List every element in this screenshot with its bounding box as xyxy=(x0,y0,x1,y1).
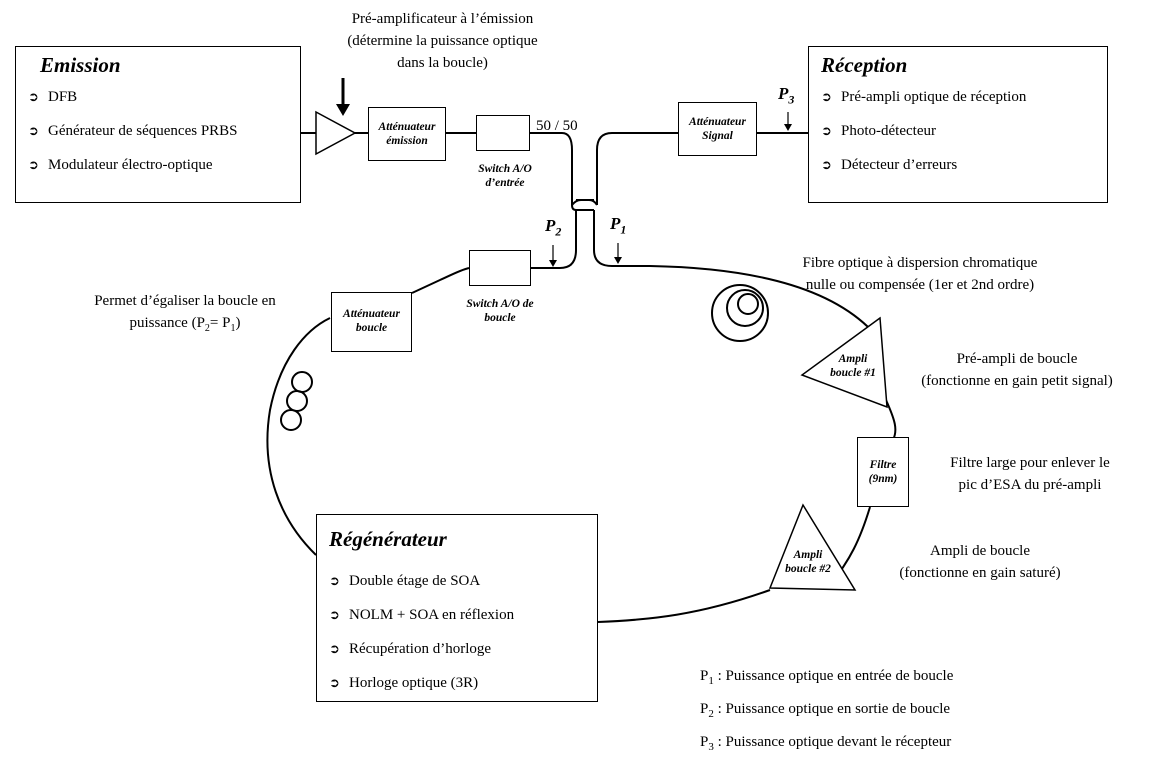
coupler-left-path xyxy=(561,132,577,211)
p3-label: P3 xyxy=(778,84,795,107)
emission-title: Emission xyxy=(40,53,121,77)
switch-boucle xyxy=(469,250,531,286)
loop-att-to-switch xyxy=(411,267,470,294)
spool-circle-2 xyxy=(286,390,308,412)
ampli1-triangle xyxy=(800,316,888,409)
filtre-note: Filtre large pour enlever le pic d’ESA d… xyxy=(950,455,1110,493)
legend-p3: P3 : Puissance optique devant le récepte… xyxy=(700,734,952,753)
arrow-right-circle-icon: ➲ xyxy=(821,90,832,105)
regen-item-3: ➲Récupération d’horloge xyxy=(329,641,492,657)
coupler-right-path xyxy=(596,132,678,205)
preamp-emission-note: Pré-amplificateur à l’émission (détermin… xyxy=(347,11,538,71)
regen-item-2: ➲NOLM + SOA en réflexion xyxy=(329,607,515,623)
arrow-right-circle-icon: ➲ xyxy=(821,124,832,139)
ampli2-triangle xyxy=(768,503,857,591)
coupler-p1-leg xyxy=(593,210,650,267)
preamp-arrow-head xyxy=(336,104,350,116)
spool-circle-3 xyxy=(280,409,302,431)
switch-entree xyxy=(476,115,530,151)
regenerateur-title: Régénérateur xyxy=(329,527,447,551)
preamp-emission-triangle xyxy=(315,110,357,156)
arrow-right-circle-icon: ➲ xyxy=(329,574,340,589)
legend-p1: P1 : Puissance optique en entrée de bouc… xyxy=(700,668,954,687)
arrow-right-circle-icon: ➲ xyxy=(329,608,340,623)
ampli1-note: Pré-ampli de boucle (fonctionne en gain … xyxy=(921,351,1113,389)
ampli2-note: Ampli de boucle (fonctionne en gain satu… xyxy=(899,543,1061,581)
p2-label: P2 xyxy=(545,216,562,239)
loop-left-side xyxy=(266,317,331,556)
reception-title: Réception xyxy=(821,53,908,77)
coupler-body xyxy=(571,199,598,211)
coupler-label: 50 / 50 xyxy=(536,118,578,134)
emission-box: Emission ➲DFB ➲Générateur de séquences P… xyxy=(15,46,301,203)
arrow-right-circle-icon: ➲ xyxy=(329,676,340,691)
regen-item-4: ➲Horloge optique (3R) xyxy=(329,675,479,691)
regen-item-1: ➲Double étage de SOA xyxy=(329,573,481,589)
reception-item-3: ➲Détecteur d’erreurs xyxy=(821,157,958,173)
arrow-right-circle-icon: ➲ xyxy=(329,642,340,657)
reception-item-2: ➲Photo-détecteur xyxy=(821,123,936,139)
regenerateur-box: Régénérateur ➲Double étage de SOA ➲NOLM … xyxy=(316,514,598,702)
fibre-coil-outer xyxy=(711,284,769,342)
loop-ampli2-to-regen xyxy=(597,589,771,623)
arrow-right-circle-icon: ➲ xyxy=(28,90,39,105)
att-boucle-note: Permet d’égaliser la boucle en puissance… xyxy=(94,293,276,334)
arrow-right-circle-icon: ➲ xyxy=(28,158,39,173)
arrow-right-circle-icon: ➲ xyxy=(28,124,39,139)
fibre-note: Fibre optique à dispersion chromatique n… xyxy=(802,255,1038,293)
arrow-right-circle-icon: ➲ xyxy=(821,158,832,173)
loop-top-right xyxy=(649,265,881,341)
emission-item-1: ➲DFB xyxy=(28,89,78,105)
reception-box: Réception ➲Pré-ampli optique de réceptio… xyxy=(808,46,1108,203)
fibre-coil-mid xyxy=(726,289,764,327)
coupler-p2-leg xyxy=(530,210,577,269)
spool-circle-1 xyxy=(291,371,313,393)
emission-item-2: ➲Générateur de séquences PRBS xyxy=(28,123,238,139)
filtre-box: Filtre(9nm) xyxy=(857,437,909,507)
p1-label: P1 xyxy=(610,214,627,237)
emission-item-3: ➲Modulateur électro-optique xyxy=(28,157,213,173)
reception-item-1: ➲Pré-ampli optique de réception xyxy=(821,89,1027,105)
legend-p2: P2 : Puissance optique en sortie de bouc… xyxy=(700,701,951,720)
fibre-coil-inner xyxy=(737,293,759,315)
